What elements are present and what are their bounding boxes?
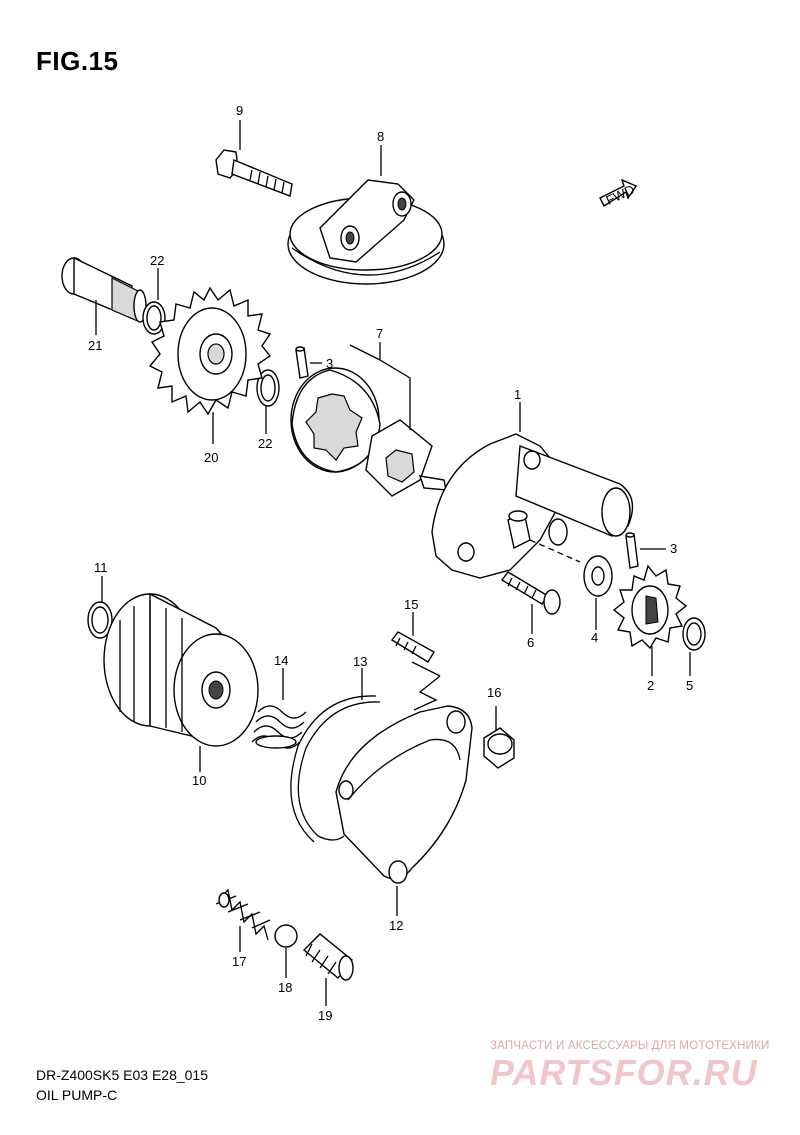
part-13-gasket xyxy=(290,661,441,843)
callout-5: 5 xyxy=(686,678,693,693)
part-17-spring xyxy=(215,888,271,952)
fwd-arrow-icon: FWD xyxy=(599,178,638,208)
callout-6: 6 xyxy=(527,635,534,650)
part-16-cap-nut xyxy=(483,706,515,769)
callout-7: 7 xyxy=(376,326,383,341)
part-22-circlip-upper xyxy=(142,268,166,335)
part-22-circlip-lower xyxy=(256,369,280,434)
part-15-stud xyxy=(390,612,435,663)
fwd-label: FWD xyxy=(604,182,637,208)
part-9-bolt xyxy=(215,120,293,197)
watermark-tagline: ЗАПЧАСТИ И АКСЕССУАРЫ ДЛЯ МОТОТЕХНИКИ xyxy=(490,1040,770,1052)
callout-3-lower: 3 xyxy=(670,541,677,556)
callout-16: 16 xyxy=(487,685,501,700)
part-1-pump-body xyxy=(418,402,634,579)
part-18-ball xyxy=(274,924,298,978)
part-14-spring xyxy=(251,668,307,749)
callout-17: 17 xyxy=(232,954,246,969)
callout-20: 20 xyxy=(204,450,218,465)
part-3-pin-lower xyxy=(625,532,666,569)
watermark-brand: PARTSFOR.RU xyxy=(490,1052,758,1093)
callout-22-lower: 22 xyxy=(258,436,272,451)
callout-13: 13 xyxy=(353,654,367,669)
part-7-rotor-set xyxy=(290,342,433,497)
part-11-o-ring xyxy=(87,576,113,639)
part-6-screw xyxy=(500,571,561,634)
callout-21: 21 xyxy=(88,338,102,353)
figure-title: FIG.15 xyxy=(36,46,119,76)
part-19-plug xyxy=(302,933,354,1006)
part-3-pin-upper xyxy=(295,346,322,379)
callout-14: 14 xyxy=(274,653,288,668)
part-10-oil-filter xyxy=(103,592,259,772)
part-2-small-gear xyxy=(612,564,688,676)
part-4-washer xyxy=(583,555,613,630)
callout-12: 12 xyxy=(389,918,403,933)
callout-8: 8 xyxy=(377,129,384,144)
part-20-gear xyxy=(148,286,272,444)
model-code: DR-Z400SK5 E03 E28_015 xyxy=(36,1067,208,1083)
part-8-cover xyxy=(287,145,445,285)
callout-18: 18 xyxy=(278,980,292,995)
callout-1: 1 xyxy=(514,387,521,402)
part-12-filter-cap xyxy=(335,705,473,916)
callout-11: 11 xyxy=(94,560,108,575)
callout-3-upper: 3 xyxy=(326,356,333,371)
callout-22-upper: 22 xyxy=(150,253,164,268)
callout-9: 9 xyxy=(236,103,243,118)
callout-10: 10 xyxy=(192,773,206,788)
part-21-shaft xyxy=(61,256,147,335)
callout-2: 2 xyxy=(647,678,654,693)
section-name: OIL PUMP-C xyxy=(36,1087,118,1103)
callout-19: 19 xyxy=(318,1008,332,1023)
part-5-circlip xyxy=(682,617,706,676)
callout-4: 4 xyxy=(591,630,598,645)
callout-15: 15 xyxy=(404,597,418,612)
